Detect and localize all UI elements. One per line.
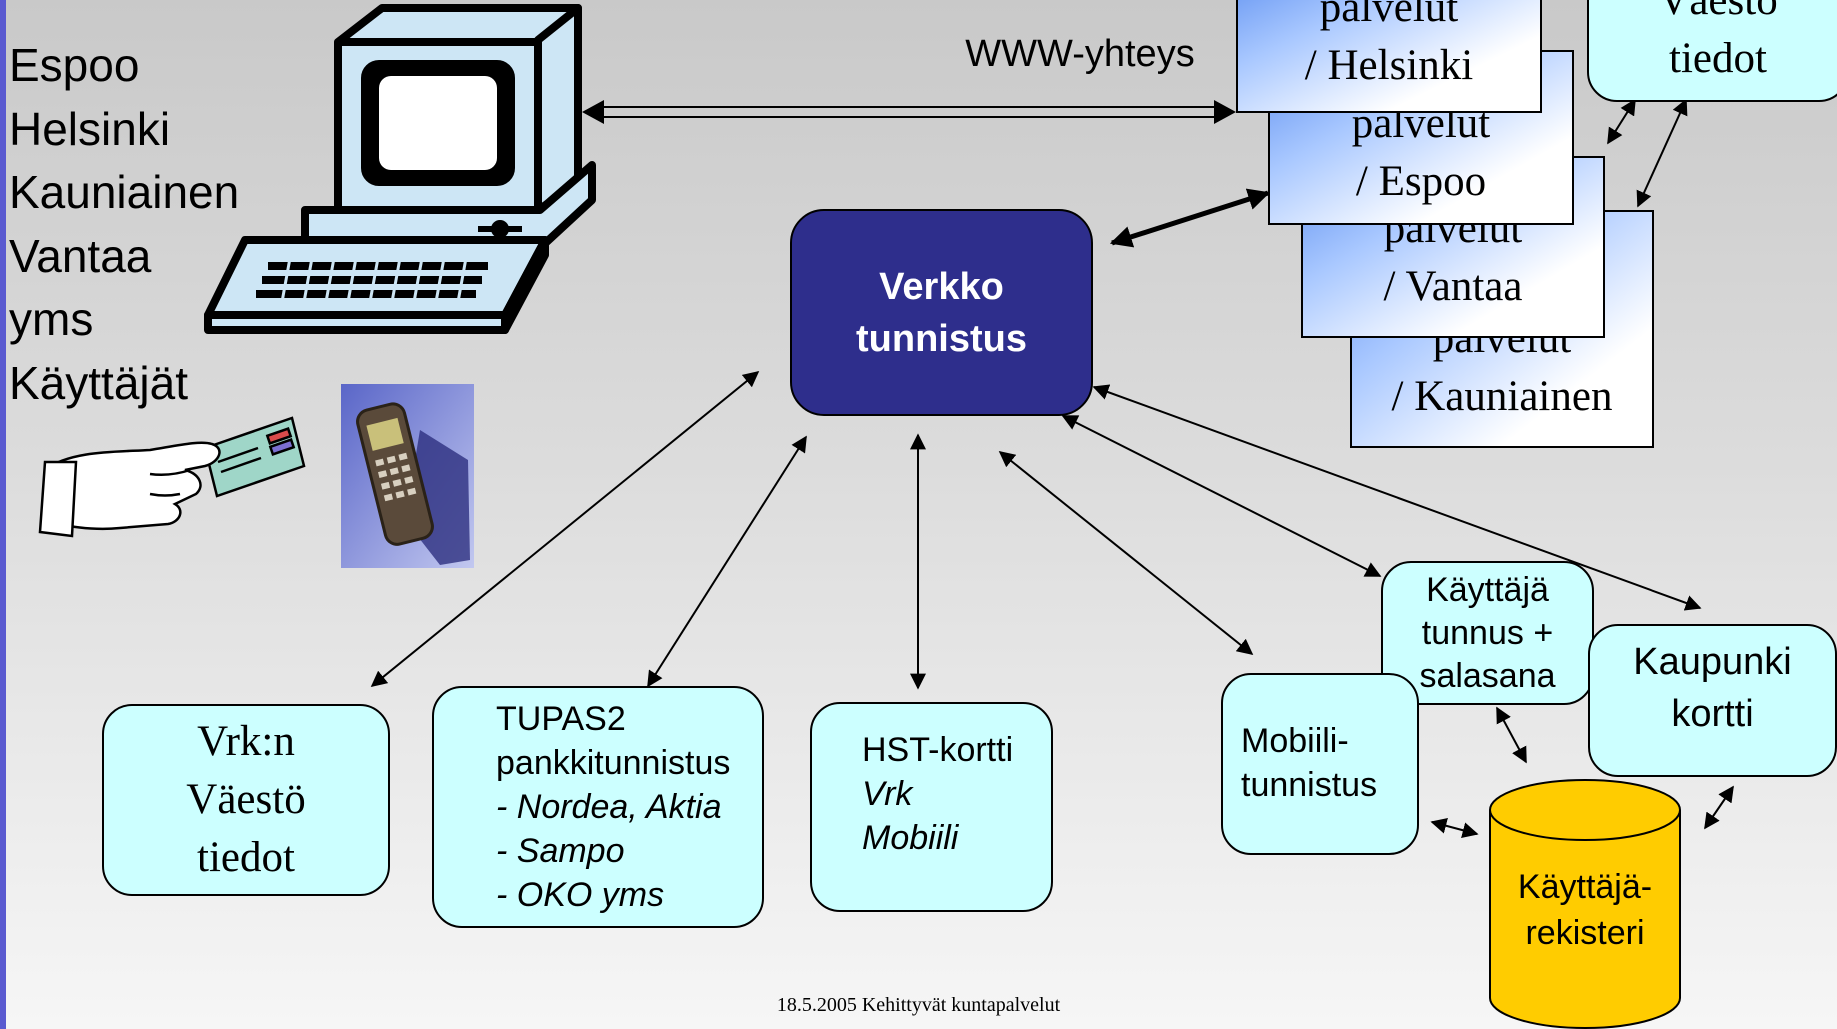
hst-kortti-box: HST-kortti Vrk Mobiili [810,702,1053,912]
www-connection-arrow [582,100,1236,124]
tupas-box: TUPAS2 pankkitunnistus - Nordea, Aktia -… [432,686,764,928]
vrk-vaesto-box: Vrk:n Väestö tiedot [102,704,390,896]
verkko-mobiili-arrow [998,450,1254,656]
vaesto-tiedot-top-box: Väestö tiedot [1587,0,1837,102]
verkko-services-arrow [1109,188,1271,248]
verkko-kayttaja-arrow [1061,415,1382,577]
vaesto-services-arrow-2 [1636,98,1688,208]
verkko-vrk-arrow [370,370,760,688]
city-list: Espoo Helsinki Kauniainen Vantaa yms Käy… [9,34,239,415]
kayttajarekisteri-label: Käyttäjä- rekisteri [1517,868,1653,952]
service-box-helsinki: palvelut / Helsinki [1236,0,1542,113]
kayttaja-tunnus-box: Käyttäjä tunnus + salasana [1381,561,1594,705]
users-label: Käyttäjät [9,356,188,409]
verkko-kaupunki-arrow [1092,384,1702,611]
mobiili-tunnistus-box: Mobiili- tunnistus [1221,673,1419,855]
city-kauniainen: Kauniainen [9,166,240,218]
city-helsinki: Helsinki [9,102,171,155]
city-vantaa: Vantaa [9,229,152,282]
tunnus-rekisteri-arrow [1496,706,1527,764]
city-yms: yms [9,293,94,345]
www-connection-label: WWW-yhteys [965,32,1195,75]
city-espoo: Espoo [9,39,140,91]
kaupunki-rekisteri-arrow [1704,785,1734,830]
mobiili-rekisteri-arrow [1430,817,1479,839]
left-accent-strip [0,0,6,1029]
verkko-tunnistus-box: Verkko tunnistus [790,209,1093,416]
slide-footer: 18.5.2005 Kehittyvät kuntapalvelut [776,994,1061,1016]
kaupunki-kortti-box: Kaupunki kortti [1588,624,1837,777]
verkko-tupas-arrow [647,435,807,688]
vaesto-services-arrow-1 [1607,98,1636,145]
